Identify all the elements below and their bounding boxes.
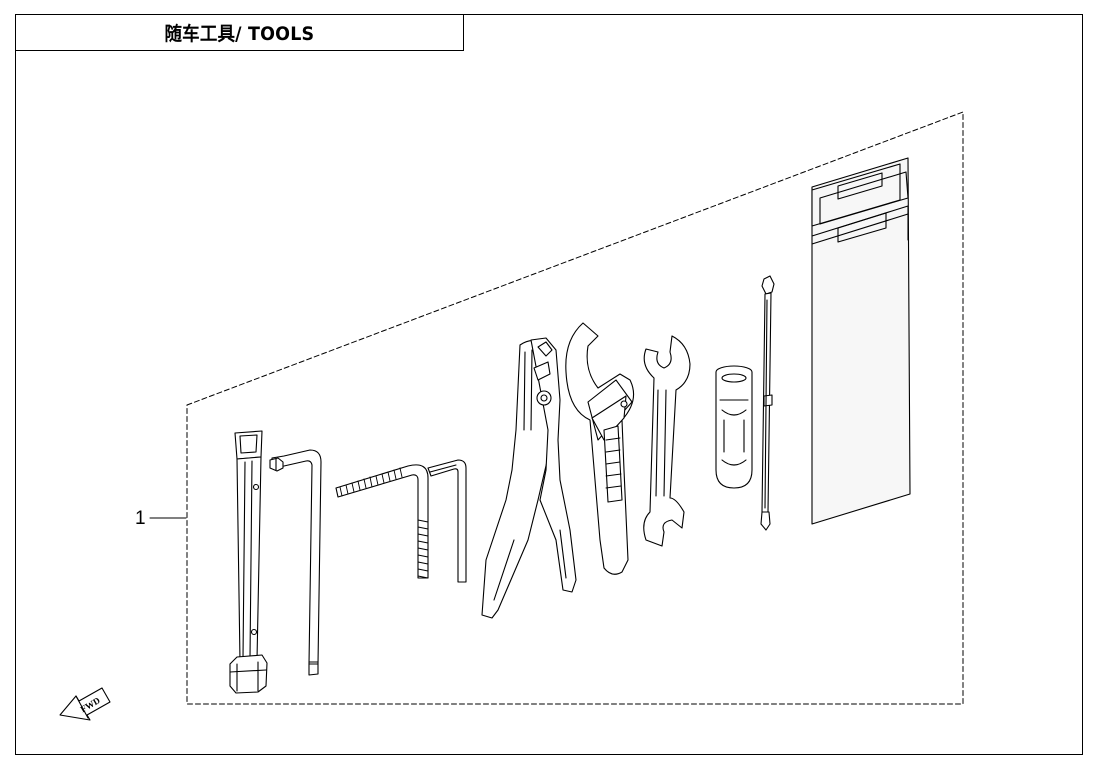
title-box: 随车工具/ TOOLS xyxy=(15,14,464,51)
small-hex-key-icon xyxy=(427,459,467,583)
tool-group-boundary xyxy=(186,111,964,705)
hook-spanner-icon xyxy=(565,322,635,575)
callout-number-1: 1 xyxy=(135,508,146,529)
tube-socket-wrench-icon xyxy=(229,430,268,694)
l-hex-key-icon xyxy=(269,449,322,676)
screwdriver-shaft-icon xyxy=(760,275,775,531)
l-threaded-rod-icon xyxy=(335,464,429,579)
double-open-end-wrench-icon xyxy=(643,335,691,547)
manual-pouch-icon xyxy=(811,157,911,525)
fwd-arrow-icon xyxy=(59,687,111,721)
pliers-icon xyxy=(481,337,577,619)
screwdriver-handle-icon xyxy=(715,365,753,489)
page-title: 随车工具/ TOOLS xyxy=(164,23,315,45)
drawing-frame xyxy=(15,14,1083,755)
